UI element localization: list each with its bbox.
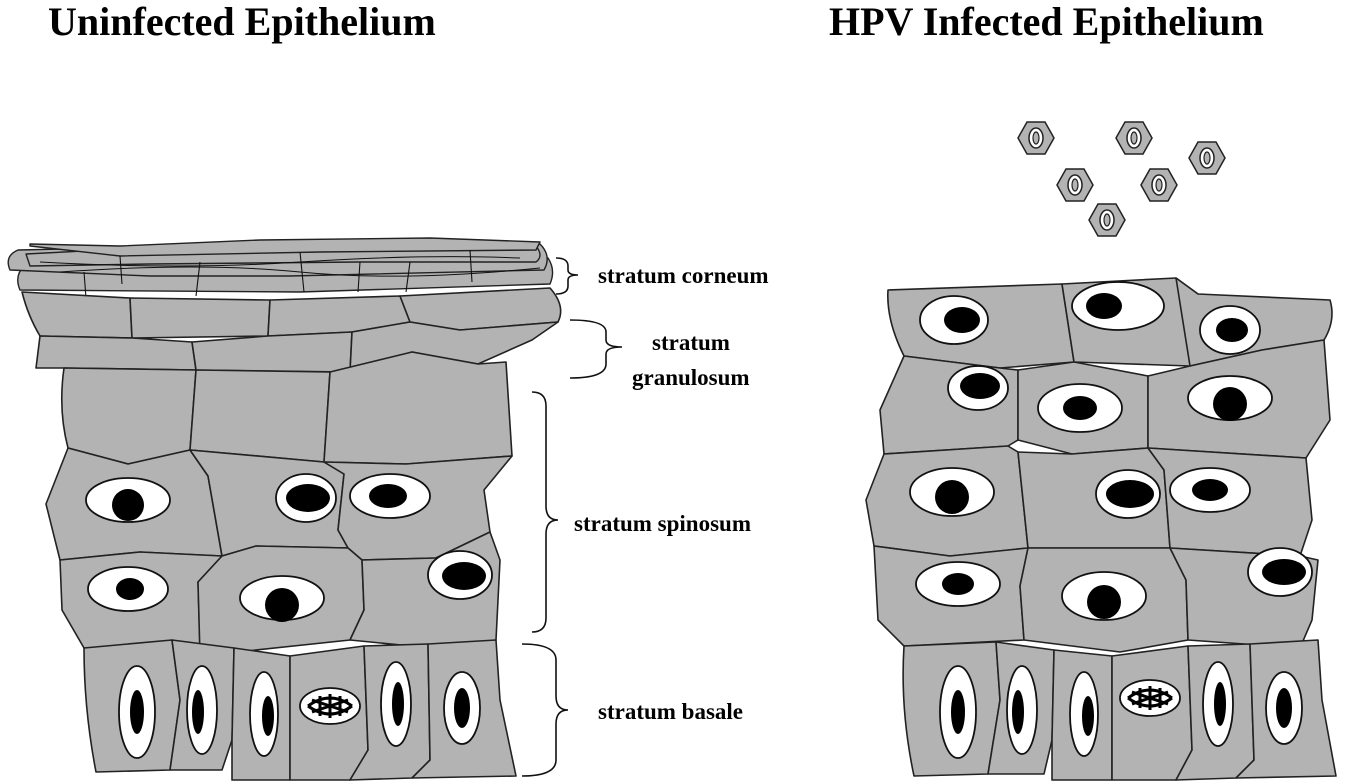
uninfected-epithelium: stratum corneum stratum granulosum strat… <box>7 237 769 781</box>
spinosum-upper-cells <box>60 351 513 465</box>
infected-fourth-row-cells <box>873 545 1319 653</box>
stratum-corneum-cells <box>7 237 554 299</box>
infected-second-row-cells <box>879 339 1331 459</box>
label-stratum-spinosum: stratum spinosum <box>574 511 751 536</box>
title-uninfected: Uninfected Epithelium <box>48 0 436 44</box>
virion-1-icon <box>1017 121 1055 155</box>
label-stratum-basale: stratum basale <box>598 699 743 724</box>
infected-top-row-cells <box>887 277 1333 369</box>
label-stratum-granulosum-line1: stratum <box>652 330 730 355</box>
spinosum-middle-cells <box>45 447 513 561</box>
virion-3-icon <box>1188 141 1226 175</box>
hpv-virions <box>1017 121 1226 237</box>
title-hpv-infected: HPV Infected Epithelium <box>829 0 1264 44</box>
virion-5-icon <box>1140 168 1178 202</box>
spinosum-lower-cells <box>59 531 501 657</box>
label-stratum-corneum: stratum corneum <box>598 263 769 288</box>
stratum-basale-cells <box>83 639 517 781</box>
stratum-granulosum-cells <box>21 287 562 373</box>
infected-basal-cells <box>902 639 1337 781</box>
label-stratum-granulosum-line2: granulosum <box>632 365 750 390</box>
brace-spinosum <box>531 391 559 633</box>
hpv-infected-epithelium <box>865 121 1337 781</box>
virion-2-icon <box>1115 121 1153 155</box>
virion-6-icon <box>1088 203 1126 237</box>
brace-granulosum <box>569 319 623 379</box>
brace-basale <box>521 643 569 777</box>
infected-third-row-cells <box>865 445 1313 557</box>
virion-4-icon <box>1056 168 1094 202</box>
layer-braces <box>521 257 623 777</box>
brace-corneum <box>555 257 579 295</box>
